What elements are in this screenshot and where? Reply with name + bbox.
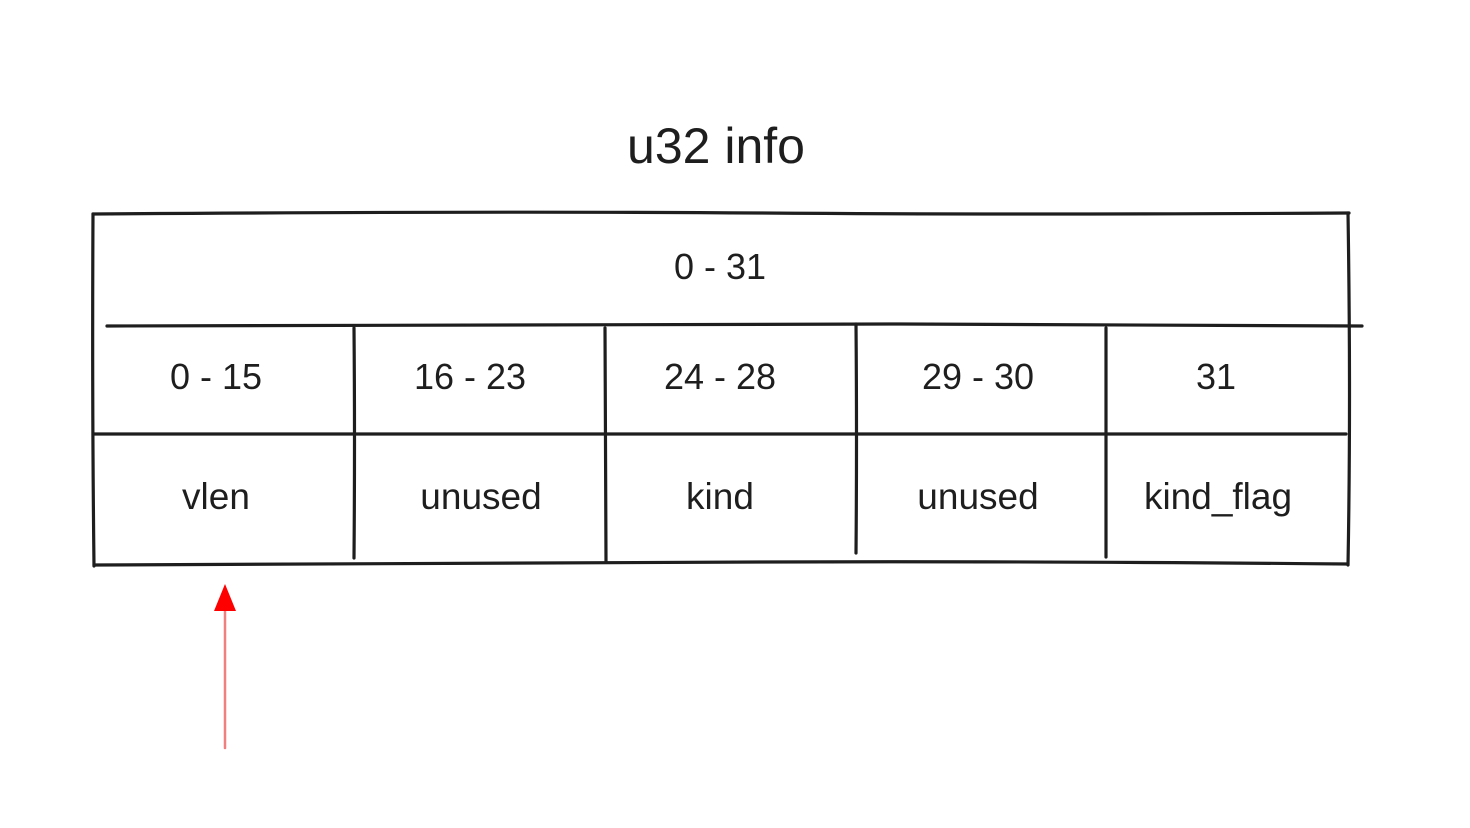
bit-range-divider [92, 431, 1348, 437]
field-vlen: vlen [182, 476, 250, 517]
bit-range-vlen: 0 - 15 [170, 356, 262, 397]
field-kind-flag: kind_flag [1144, 476, 1292, 517]
field-unused-2: unused [917, 476, 1038, 517]
register-table: 0 - 31 0 - 15 16 - 23 24 - 28 29 - 30 31… [91, 210, 1364, 568]
arrow-head-icon [214, 584, 236, 611]
table-bottom-border [92, 560, 1350, 567]
column-divider-2 [603, 326, 608, 563]
table-right-border [1346, 211, 1352, 567]
diagram-title: u32 info [627, 118, 805, 174]
column-divider-1 [352, 326, 357, 560]
table-top-border [91, 210, 1351, 216]
full-range-label: 0 - 31 [674, 246, 766, 287]
bit-range-kind-flag: 31 [1196, 356, 1236, 397]
table-left-border [91, 212, 96, 568]
field-unused-1: unused [420, 476, 541, 517]
field-kind: kind [686, 476, 754, 517]
bit-range-unused-1: 16 - 23 [414, 356, 526, 397]
vlen-pointer-arrow [214, 584, 236, 750]
bit-range-kind: 24 - 28 [664, 356, 776, 397]
bit-range-unused-2: 29 - 30 [922, 356, 1034, 397]
full-range-divider [105, 322, 1364, 328]
column-divider-3 [854, 322, 859, 555]
